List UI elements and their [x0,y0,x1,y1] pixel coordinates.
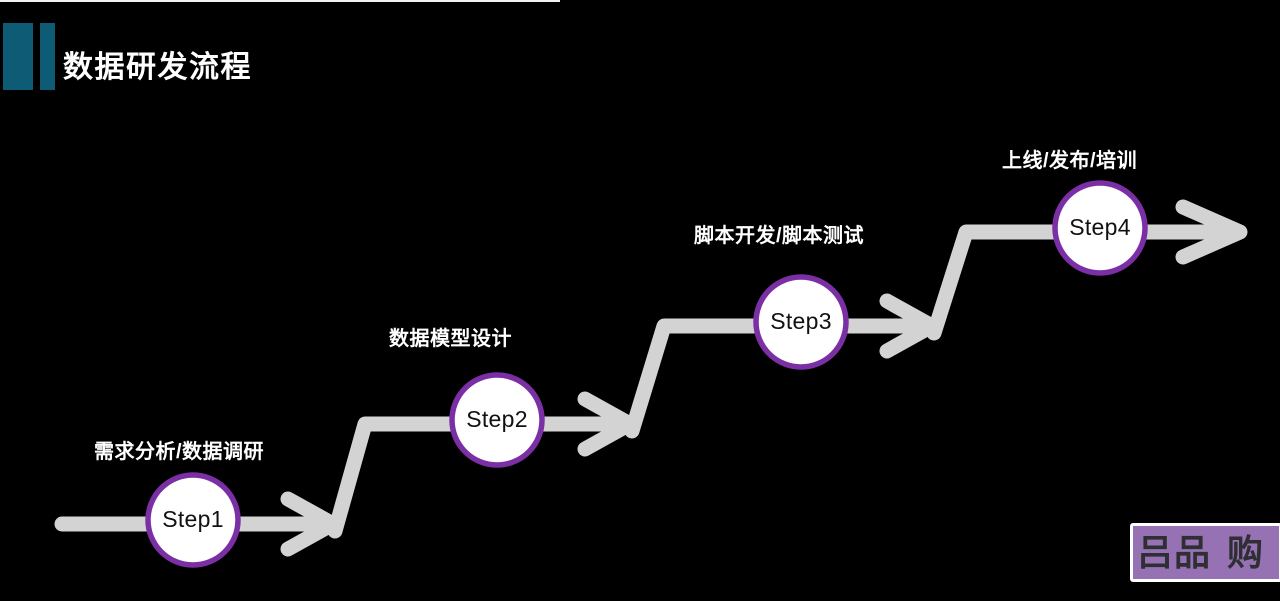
title-accent-bar-wide [3,23,33,90]
watermark-badge: 吕品 购 [1130,523,1280,582]
step2-circle [449,372,545,468]
watermark-text-left: 吕品 [1137,531,1212,573]
step3-label: 脚本开发/脚本测试 [694,225,865,247]
top-border-line [0,0,560,2]
title-accent-bar-narrow [40,23,55,90]
page-title: 数据研发流程 [63,51,252,84]
step1-label: 需求分析/数据调研 [94,441,265,463]
step3-circle [753,274,849,370]
arrowhead-icon-2 [577,391,638,457]
watermark-text-right: 购 [1226,531,1263,573]
step2-number: Step2 [466,406,528,432]
step4-circle [1052,180,1148,276]
step2-label: 数据模型设计 [389,328,512,350]
step4-number: Step4 [1069,214,1131,240]
arrowhead-icon-4 [1175,199,1248,265]
step4-label: 上线/发布/培训 [1002,150,1138,172]
arrowhead-icon-1 [280,491,341,557]
arrowhead-icon-3 [879,293,940,359]
step1-number: Step1 [162,506,224,532]
step1-circle [145,472,241,568]
step3-number: Step3 [770,308,832,334]
